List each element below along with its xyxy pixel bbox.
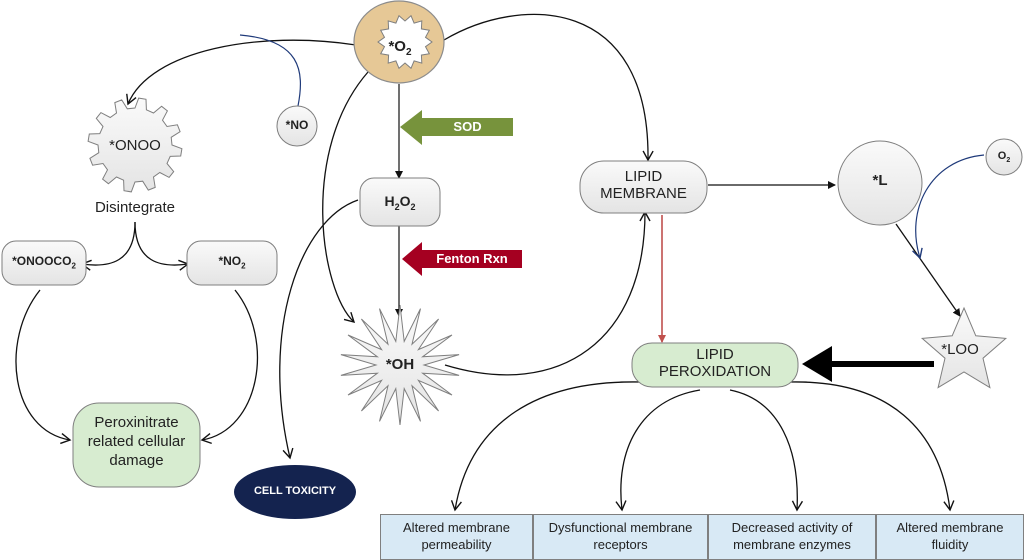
arrow-peroxidation-to-outcome-1: [450, 381, 641, 512]
fenton-label: Fenton Rxn: [436, 251, 508, 266]
outcome-2-line-2: receptors: [593, 537, 648, 552]
arrow-peroxidation-to-outcome-2: [615, 389, 701, 512]
onoocO2-label: *ONOOCO2: [12, 254, 76, 271]
cell-toxicity-node: [234, 465, 356, 519]
lipid-peroxyl-label: *LOO: [941, 341, 979, 358]
lipid-membrane-label: LIPID MEMBRANE: [580, 168, 707, 203]
arrow-hydroxyl-to-lipid-membrane: [444, 210, 651, 376]
lipid-peroxidation-line-1: LIPID: [696, 346, 734, 363]
sod-label: SOD: [453, 119, 482, 134]
peroxynitrite-damage-node: [72, 402, 201, 488]
damage-line-1: Peroxinitrate: [94, 414, 179, 431]
lipid-membrane-line-2: MEMBRANE: [600, 185, 687, 203]
arrow-peroxidation-to-outcome-3: [729, 389, 804, 512]
outcome-1-line-2: permeability: [421, 537, 492, 552]
arrow-onoocO2-to-damage: [15, 289, 72, 445]
onoocO2-node: [1, 240, 87, 286]
nitric-oxide-node: [276, 105, 318, 147]
superoxide-burst-shape: [377, 14, 433, 70]
arrow-no-curve: [239, 34, 301, 107]
h2o2-label: H2O2: [384, 193, 416, 212]
arrow-superoxide-to-peroxynitrite: [126, 39, 357, 106]
hydroxyl-label: *OH: [385, 356, 415, 373]
no2-label: *NO2: [218, 254, 246, 271]
peroxynitrite-label: *ONOO: [109, 137, 161, 154]
lipid-peroxyl-star-shape: [920, 306, 1008, 389]
peroxynitrite-gear-shape: [87, 97, 183, 193]
lipid-radical-node: [837, 140, 923, 226]
oxygen-label: O2: [997, 150, 1011, 165]
arrow-disintegrate-to-no2: [134, 221, 190, 271]
arrow-no2-to-damage: [200, 289, 259, 445]
superoxide-label: *O2: [388, 38, 412, 58]
arrow-h2o2-to-cell-toxicity: [279, 199, 359, 460]
lipid-peroxidation-label: LIPID PEROXIDATION: [632, 346, 798, 381]
arrow-superoxide-to-hydroxyl: [322, 71, 369, 323]
lipid-peroxidation-line-2: PEROXIDATION: [658, 363, 772, 381]
cell-toxicity-label: CELL TOXICITY: [253, 485, 337, 497]
lipid-membrane-line-1: LIPID: [624, 168, 663, 185]
arrow-superoxide-to-lipid-membrane: [443, 13, 654, 162]
no2-node: [186, 240, 278, 286]
sod-enzyme-arrow: [400, 110, 513, 145]
damage-line-3: damage: [109, 451, 164, 469]
outcome-4-line-2: fluidity: [931, 537, 969, 552]
damage-line-2: related cellular: [87, 432, 186, 450]
arrow-disintegrate-to-onoocO2: [80, 221, 136, 271]
peroxynitrite-damage-label: Peroxinitrate related cellular damage: [73, 414, 200, 470]
lipid-peroxidation-node: [631, 342, 799, 388]
hydroxyl-star-shape: [340, 304, 460, 426]
outcome-4-line-1: Altered membrane: [896, 520, 1004, 536]
oxygen-node: [985, 138, 1023, 176]
disintegrate-label: Disintegrate: [94, 199, 176, 216]
outcome-3-line-2: membrane enzymes: [733, 537, 851, 552]
lipid-radical-label: *L: [872, 172, 888, 189]
outcome-3-line-1: Decreased activity of: [731, 520, 853, 536]
arrow-oxygen-curve: [912, 154, 985, 260]
outcome-2-line-1: Dysfunctional membrane: [548, 520, 693, 536]
fenton-reaction-arrow: [402, 242, 522, 276]
arrow-peroxidation-to-outcome-4: [789, 381, 955, 512]
nitric-oxide-label: *NO: [285, 118, 309, 132]
arrow-lipid-radical-to-peroxyl: [895, 223, 961, 317]
outcome-1-line-1: Altered membrane: [403, 520, 510, 536]
h2o2-node: [359, 177, 441, 227]
lipid-membrane-node: [579, 160, 708, 214]
